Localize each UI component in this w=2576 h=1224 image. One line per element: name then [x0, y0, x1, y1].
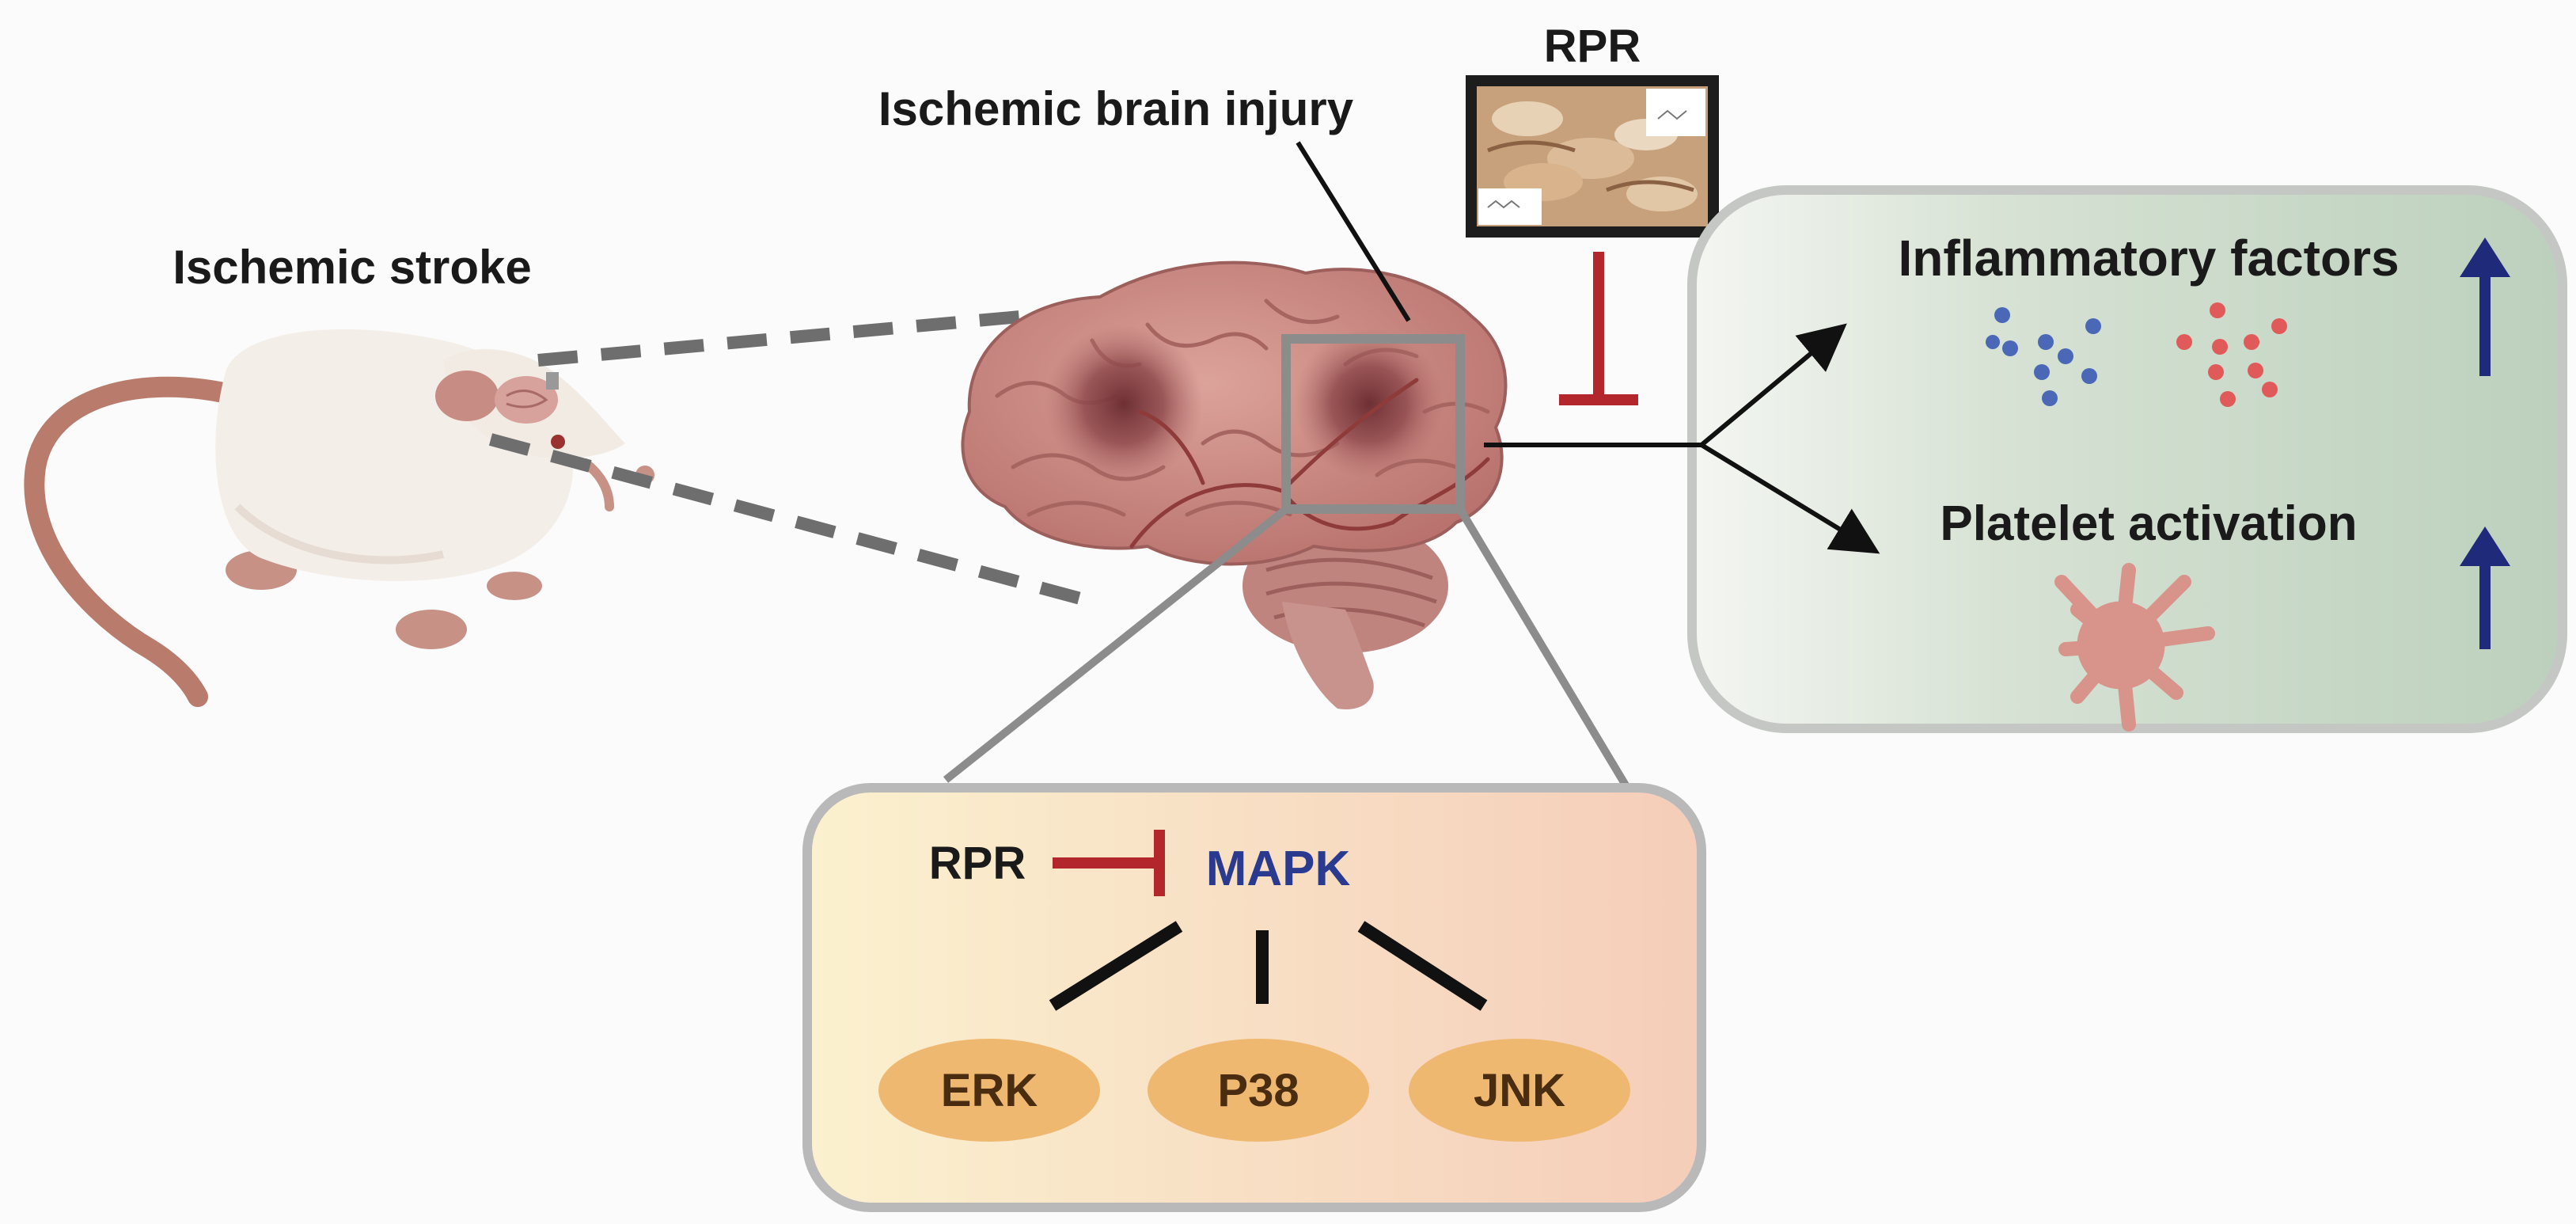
- branch-erk: [1049, 921, 1183, 1011]
- cytokine-dots-red: [2176, 302, 2287, 407]
- cytokine-dots-blue: [1986, 307, 2101, 406]
- rpr-top-label: RPR: [1544, 21, 1641, 72]
- platelet-activation-label: Platelet activation: [1940, 496, 2357, 551]
- inflammatory-factors-label: Inflammatory factors: [1898, 230, 2399, 287]
- zoom-line-right: [1456, 507, 1638, 802]
- zoom-line-top: [537, 302, 1109, 367]
- brain-illustration: [961, 260, 1508, 709]
- rat-illustration: [24, 329, 654, 707]
- up-arrow-inflammatory: [2460, 238, 2510, 376]
- erk-label: ERK: [941, 1065, 1038, 1116]
- arrow-to-platelet: [1700, 443, 1880, 554]
- arrow-to-inflammatory: [1700, 323, 1847, 447]
- ischemic-stroke-label: Ischemic stroke: [173, 241, 532, 294]
- jnk-label: JNK: [1474, 1065, 1565, 1116]
- zoom-line-left: [943, 506, 1289, 783]
- erk-node: [878, 1039, 1100, 1142]
- p38-node: [1148, 1039, 1369, 1142]
- rpr-inhibitor-label: RPR: [929, 838, 1026, 889]
- ischemic-brain-injury-label: Ischemic brain injury: [878, 82, 1354, 135]
- platelet-icon: [2054, 563, 2215, 732]
- jnk-node: [1409, 1039, 1630, 1142]
- zoom-box: [1281, 334, 1465, 514]
- label-pointer-line: [1296, 141, 1411, 322]
- up-arrow-platelet: [2460, 526, 2510, 649]
- herb-slices-photo: [1466, 75, 1719, 238]
- p38-label: P38: [1217, 1065, 1299, 1116]
- branch-jnk: [1357, 921, 1488, 1011]
- zoom-line-bottom: [488, 433, 1095, 608]
- mapk-label: MAPK: [1206, 842, 1351, 896]
